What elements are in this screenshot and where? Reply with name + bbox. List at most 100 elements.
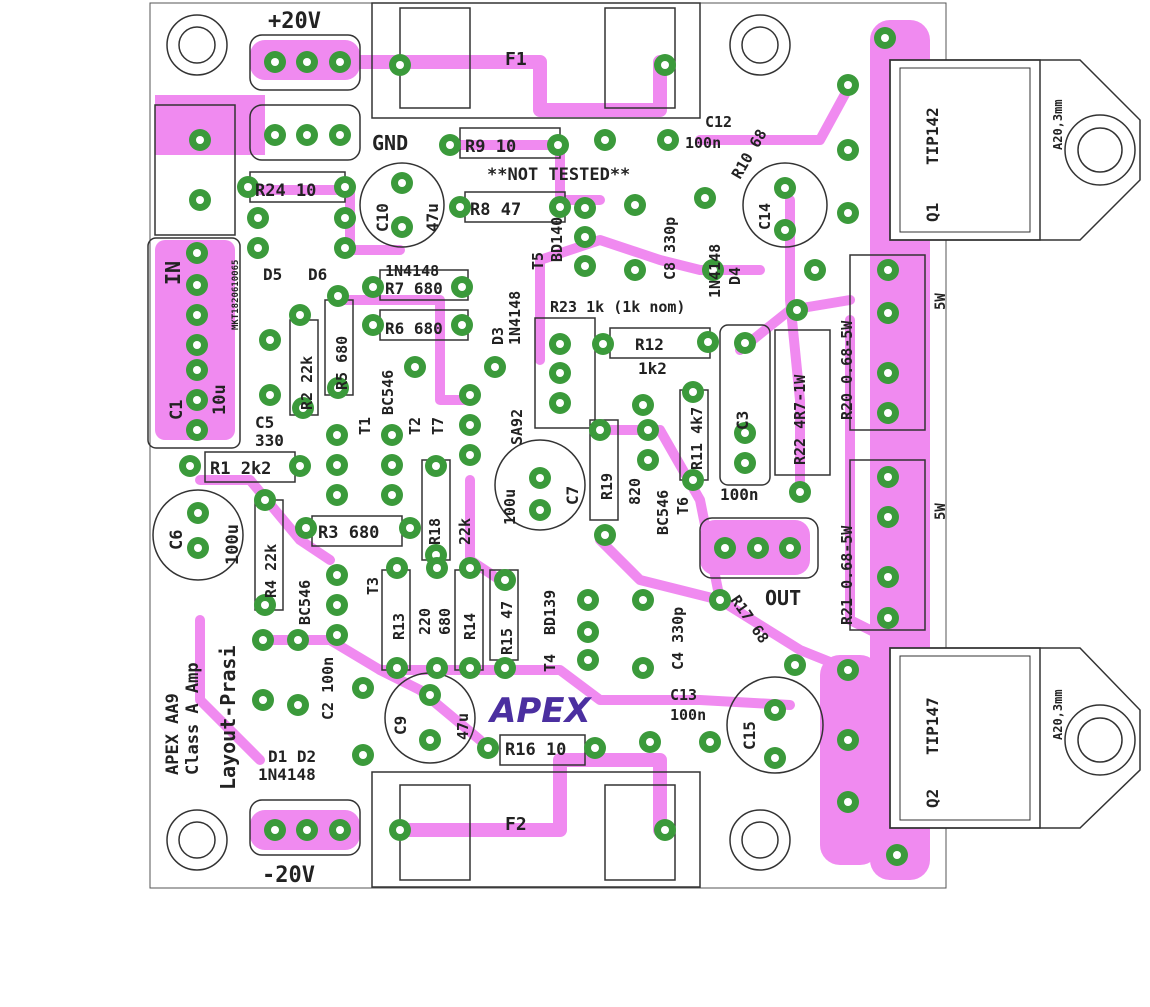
- drill-hole: [501, 576, 509, 584]
- t1-label: T1: [356, 417, 374, 435]
- drill-hole: [359, 684, 367, 692]
- r23-label: R23 1k (1k nom): [550, 298, 685, 316]
- drill-hole: [844, 81, 852, 89]
- drill-hole: [771, 706, 779, 714]
- drill-hole: [884, 573, 892, 581]
- drill-hole: [341, 214, 349, 222]
- tip147-heatsink: [889, 647, 1141, 829]
- t6-label: T6: [674, 497, 692, 515]
- drill-hole: [884, 409, 892, 417]
- r18-label: R18: [426, 518, 444, 545]
- gnd-label: GND: [372, 131, 408, 155]
- a20-bottom-label: A20,3mm: [1051, 689, 1065, 740]
- c10-label: C10: [373, 203, 392, 232]
- drill-hole: [254, 214, 262, 222]
- drill-hole: [261, 496, 269, 504]
- drill-hole: [432, 551, 440, 559]
- r13-value: 220: [416, 608, 434, 635]
- c13-label: C13: [670, 686, 697, 704]
- drill-hole: [781, 226, 789, 234]
- drill-hole: [631, 266, 639, 274]
- drill-hole: [581, 204, 589, 212]
- silkscreen: +20V -20V GND OUT **NOT TESTED** R9 10 C…: [161, 9, 1065, 888]
- c6-label: C6: [167, 530, 187, 550]
- r8-label: R8 47: [470, 200, 521, 220]
- drill-hole: [701, 194, 709, 202]
- drill-hole: [556, 340, 564, 348]
- c6-value: 100u: [223, 524, 243, 565]
- c4-label: C4 330p: [669, 607, 687, 670]
- drill-hole: [644, 456, 652, 464]
- drill-hole: [741, 429, 749, 437]
- drill-hole: [271, 826, 279, 834]
- drill-hole: [406, 524, 414, 532]
- r13-label: R13: [390, 613, 408, 640]
- drill-hole: [741, 459, 749, 467]
- drill-hole: [294, 636, 302, 644]
- drill-hole: [584, 656, 592, 664]
- board-outline: [149, 2, 947, 889]
- drill-hole: [193, 396, 201, 404]
- drill-hole: [333, 601, 341, 609]
- c5-label: C5: [255, 413, 274, 432]
- c10-value: 47u: [423, 203, 442, 232]
- drill-hole: [369, 321, 377, 329]
- d3-label: D3: [489, 327, 507, 345]
- d1d2-part: 1N4148: [258, 765, 316, 784]
- q2-label: Q2: [923, 789, 942, 808]
- drill-hole: [299, 404, 307, 412]
- mkt-label: MKT1820610065: [231, 260, 241, 330]
- c3-label: C3: [733, 411, 752, 430]
- drill-hole: [333, 491, 341, 499]
- fuse2-label: F2: [505, 814, 527, 835]
- drill-hole: [266, 391, 274, 399]
- drill-hole: [689, 476, 697, 484]
- c9-label: C9: [391, 716, 410, 735]
- c9-value: 47u: [454, 713, 472, 740]
- c15-label: C15: [740, 721, 759, 750]
- drill-hole: [884, 473, 892, 481]
- drill-hole: [426, 736, 434, 744]
- drill-hole: [556, 399, 564, 407]
- drill-hole: [271, 58, 279, 66]
- drill-hole: [341, 183, 349, 191]
- drill-hole: [193, 341, 201, 349]
- drill-hole: [584, 596, 592, 604]
- drill-hole: [456, 203, 464, 211]
- drill-hole: [336, 131, 344, 139]
- c8-label: C8 330p: [661, 217, 679, 280]
- r19-label: R19: [598, 473, 616, 500]
- drill-hole: [581, 262, 589, 270]
- drill-hole: [193, 311, 201, 319]
- d5-label: D5: [263, 265, 282, 284]
- r12-label: R12: [635, 335, 664, 354]
- drill-hole: [244, 183, 252, 191]
- drill-hole: [296, 462, 304, 470]
- d3-part: 1N4148: [506, 291, 524, 345]
- r14-label: R14: [461, 613, 479, 640]
- r4-label: R4 22k: [262, 544, 280, 598]
- drill-hole: [786, 544, 794, 552]
- drill-hole: [781, 184, 789, 192]
- t5-label: T5: [529, 252, 547, 270]
- drill-hole: [196, 136, 204, 144]
- drill-hole: [596, 426, 604, 434]
- drill-hole: [771, 754, 779, 762]
- c1-label: C1: [167, 400, 187, 420]
- drill-hole: [411, 363, 419, 371]
- drill-hole: [466, 421, 474, 429]
- drill-hole: [466, 564, 474, 572]
- drill-hole: [689, 388, 697, 396]
- drill-hole: [333, 631, 341, 639]
- drill-hole: [599, 340, 607, 348]
- drill-hole: [644, 426, 652, 434]
- drill-hole: [303, 131, 311, 139]
- drill-hole: [811, 266, 819, 274]
- drill-hole: [466, 451, 474, 459]
- c7-value: 100u: [501, 489, 519, 525]
- drill-hole: [433, 664, 441, 672]
- r16-label: R16 10: [505, 740, 566, 760]
- drill-hole: [303, 826, 311, 834]
- r11-label: R11 4k7: [688, 407, 706, 470]
